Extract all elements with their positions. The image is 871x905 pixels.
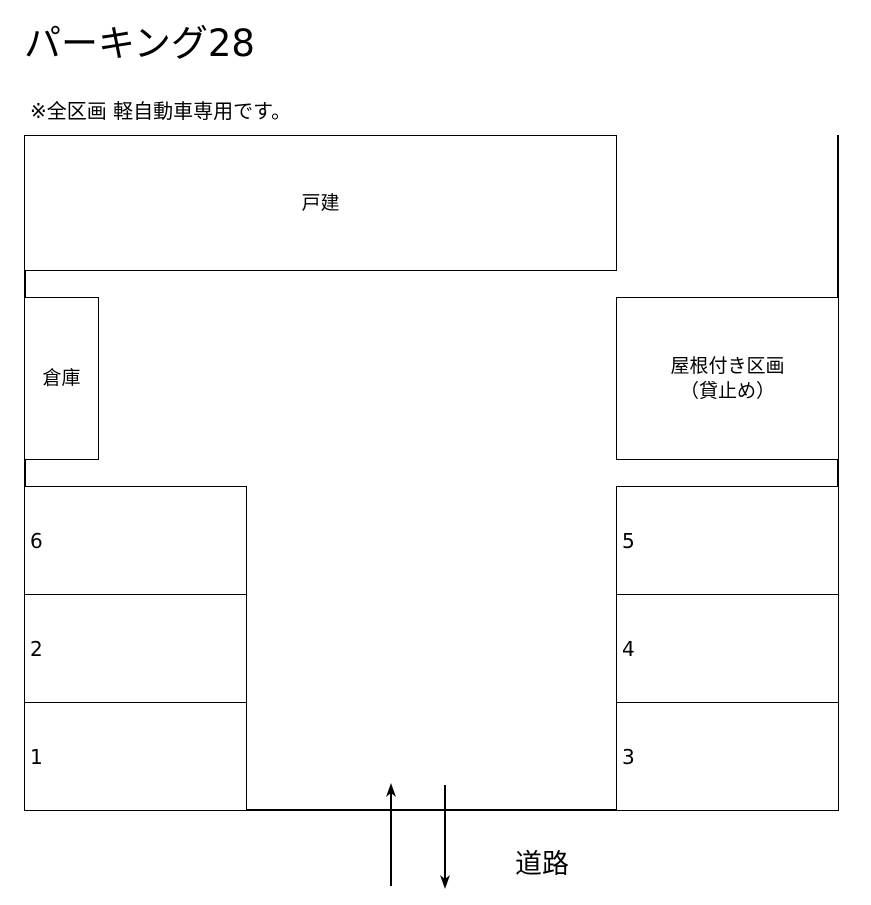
slot-number: 1 [30,744,43,769]
storage-label: 倉庫 [42,367,81,389]
arrow-up-icon [386,783,396,886]
parking-slot-1[interactable]: 1 [24,702,247,811]
parking-slot-2[interactable]: 2 [24,594,247,703]
left-boundary-line [24,135,26,811]
covered-space-block: 屋根付き区画 （貸止め） [616,297,839,460]
slot-number: 5 [622,528,635,553]
storage-block: 倉庫 [24,297,99,460]
parking-slot-3[interactable]: 3 [616,702,839,811]
road-label: 道路 [515,849,569,880]
arrow-down-icon [440,785,450,889]
house-block: 戸建 [24,135,617,271]
house-label: 戸建 [301,191,340,214]
right-boundary-line [837,135,839,811]
covered-space-label: 屋根付き区画 [670,354,785,377]
slot-number: 2 [30,636,43,661]
page-title: パーキング28 [24,22,255,65]
parking-slot-6[interactable]: 6 [24,486,247,595]
notice-text: ※全区画 軽自動車専用です。 [30,99,292,123]
road-edge-line [24,809,839,811]
slot-number: 6 [30,528,43,553]
slot-number: 4 [622,636,635,661]
parking-slot-5[interactable]: 5 [616,486,839,595]
covered-space-note: （貸止め） [679,379,775,402]
parking-slot-4[interactable]: 4 [616,594,839,703]
slot-number: 3 [622,744,635,769]
